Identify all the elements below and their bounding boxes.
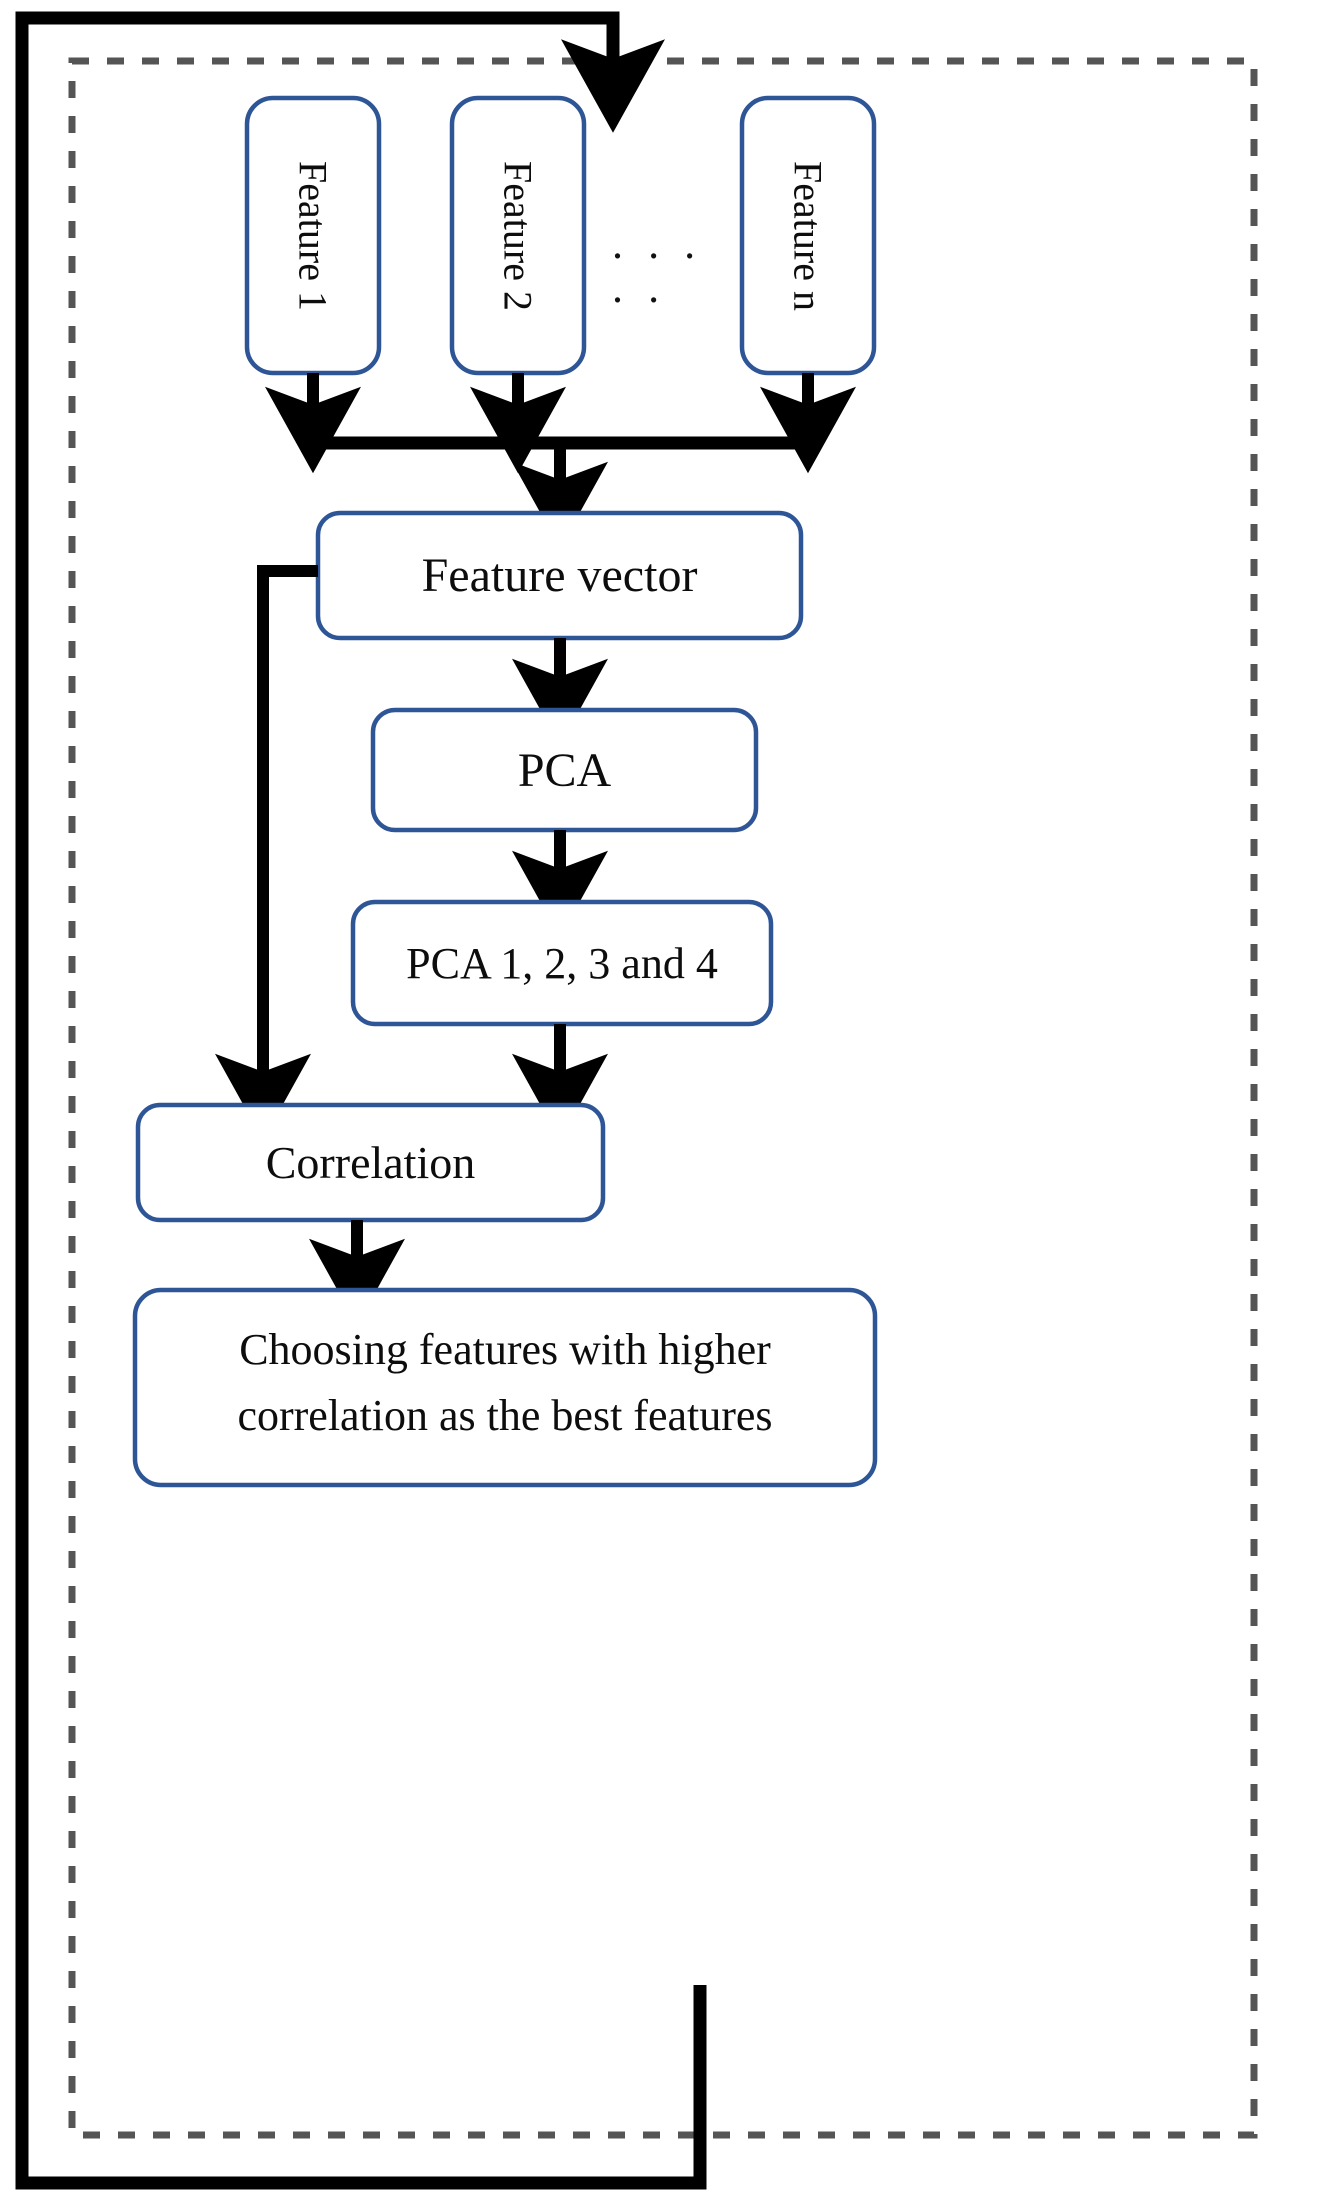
choosing-features-box[interactable] bbox=[132, 1287, 878, 1488]
pca-components-box[interactable] bbox=[350, 899, 774, 1027]
outer-loop-path bbox=[15, 11, 707, 2190]
feature-vector-box[interactable] bbox=[315, 510, 804, 641]
feature-2-box[interactable] bbox=[449, 95, 587, 376]
dashed-boundary bbox=[68, 57, 1258, 2139]
feature-n-box[interactable] bbox=[739, 95, 877, 376]
arrow-feature-vector-bypass-to-correlation bbox=[215, 565, 318, 1141]
ellipsis-between-features: . . . . . bbox=[612, 219, 703, 312]
feature-1-box[interactable] bbox=[244, 95, 382, 376]
correlation-box[interactable] bbox=[135, 1102, 606, 1223]
pca-box[interactable] bbox=[370, 707, 759, 833]
